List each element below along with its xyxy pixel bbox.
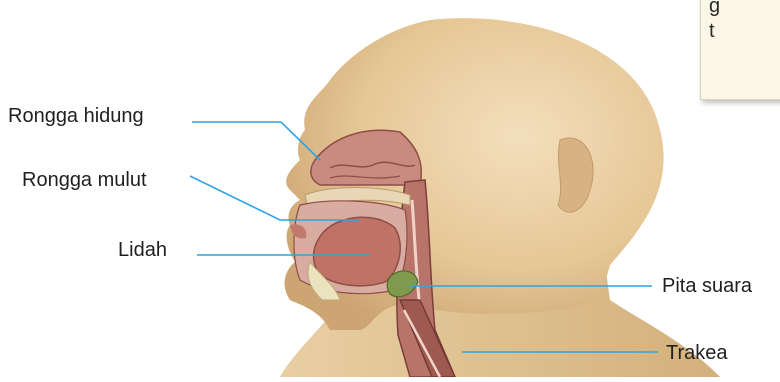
label-trakea: Trakea <box>666 343 728 363</box>
label-pita-suara: Pita suara <box>662 276 752 296</box>
label-lidah: Lidah <box>118 240 167 260</box>
note-text: g t <box>709 0 720 44</box>
note-box: g t <box>700 0 780 100</box>
label-rongga-mulut: Rongga mulut <box>22 170 147 190</box>
label-rongga-hidung: Rongga hidung <box>8 106 144 126</box>
